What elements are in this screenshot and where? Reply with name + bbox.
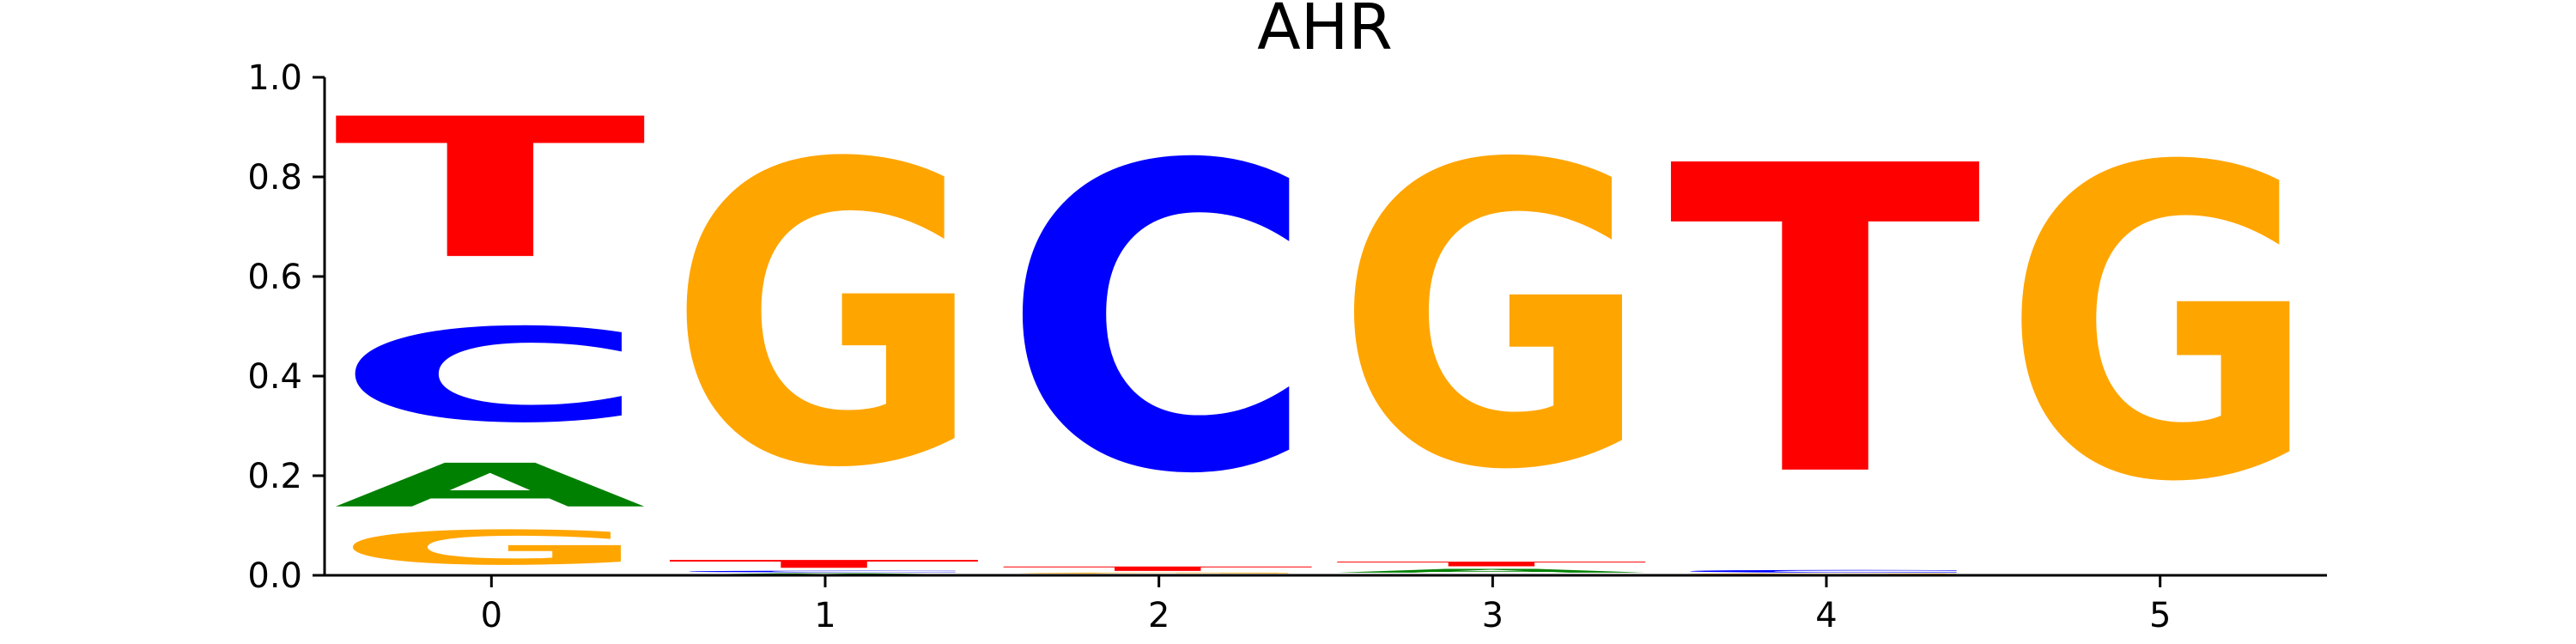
y-tick-label: 0.2 [247,457,302,496]
logo-letter-g-pos-3: G [1335,77,1650,560]
logo-letter-c-pos-4: C [1668,569,1984,574]
logo-letter-t-pos-1: T [667,558,982,571]
chart-axes: 0.0 0.2 0.4 0.6 0.8 1.0 0 1 2 3 4 5 [247,58,2327,635]
logo-letter-g-pos-5: G [2002,76,2318,575]
chart-title: AHR [1257,0,1393,64]
x-tick-label: 3 [1482,596,1504,635]
logo-letter-c-pos-2: C [1001,77,1316,566]
logo-letters: GACTACTGAGTCCATGAGCTG [334,76,2318,575]
y-tick-label: 0.0 [247,556,302,596]
x-tick-label: 0 [481,596,502,635]
logo-letter-t-pos-2: T [1001,565,1316,572]
logo-letter-g-pos-2: G [1001,573,1316,574]
x-tick-label: 5 [2149,596,2171,635]
logo-letter-a-pos-3: A [1335,568,1650,574]
y-tick-label: 0.4 [247,357,302,397]
logo-letter-t-pos-3: T [1335,561,1650,568]
logo-letter-c-pos-0: C [334,301,649,451]
logo-letter-t-pos-0: T [334,77,649,301]
logo-letter-g-pos-0: G [334,520,649,575]
logo-letter-a-pos-0: A [334,451,649,520]
logo-letter-g-pos-1: G [667,77,982,558]
y-tick-label: 1.0 [247,58,302,98]
y-tick-label: 0.6 [247,258,302,297]
logo-letter-c-pos-1: C [667,570,982,573]
x-tick-label: 4 [1815,596,1837,635]
logo-letter-t-pos-4: T [1668,78,1984,570]
x-tick-label: 2 [1148,596,1170,635]
y-tick-label: 0.8 [247,158,302,197]
x-tick-label: 1 [814,596,835,635]
